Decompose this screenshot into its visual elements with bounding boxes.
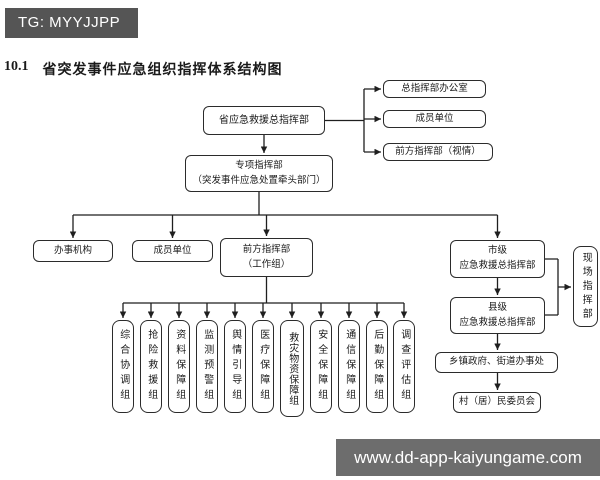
telegram-watermark-banner: TG: MYYJJPP [5, 8, 138, 38]
section-title: 10.1 省突发事件应急组织指挥体系结构图 [4, 59, 283, 79]
work-group-8: 安全保障组 [310, 320, 332, 413]
work-group-7: 救灾物资保障组 [280, 320, 304, 417]
work-group-5: 舆情引导组 [224, 320, 246, 413]
work-group-4: 监测预警组 [196, 320, 218, 413]
work-group-10: 后勤保障组 [366, 320, 388, 413]
node-county-hq: 县级 应急救援总指挥部 [450, 297, 545, 334]
work-group-9: 通信保障组 [338, 320, 360, 413]
work-group-11: 调查评估组 [393, 320, 415, 413]
node-special-hq: 专项指挥部 （突发事件应急处置牵头部门） [185, 155, 333, 192]
node-forward-hq-workgroup: 前方指挥部 （工作组） [220, 238, 313, 277]
node-city-hq: 市级 应急救援总指挥部 [450, 240, 545, 278]
work-group-3: 资料保障组 [168, 320, 190, 413]
website-url: www.dd-app-kaiyungame.com [354, 447, 582, 467]
node-onsite-hq: 现场指挥部 [573, 246, 598, 327]
work-group-6: 医疗保障组 [252, 320, 274, 413]
section-number: 10.1 [4, 59, 29, 74]
node-township-gov: 乡镇政府、街道办事处 [435, 352, 558, 373]
section-title-text: 省突发事件应急组织指挥体系结构图 [42, 63, 283, 78]
node-provincial-hq: 省应急救援总指挥部 [203, 106, 325, 135]
node-village-committee: 村（居）民委员会 [453, 392, 541, 413]
node-forward-hq-standby: 前方指挥部（视情） [383, 143, 493, 161]
website-watermark-banner: www.dd-app-kaiyungame.com [336, 439, 600, 476]
work-group-2: 抢险救援组 [140, 320, 162, 413]
node-admin-office: 办事机构 [33, 240, 113, 262]
node-hq-office: 总指挥部办公室 [383, 80, 486, 98]
node-member-units-top: 成员单位 [383, 110, 486, 128]
work-group-1: 综合协调组 [112, 320, 134, 413]
node-member-units: 成员单位 [132, 240, 213, 262]
